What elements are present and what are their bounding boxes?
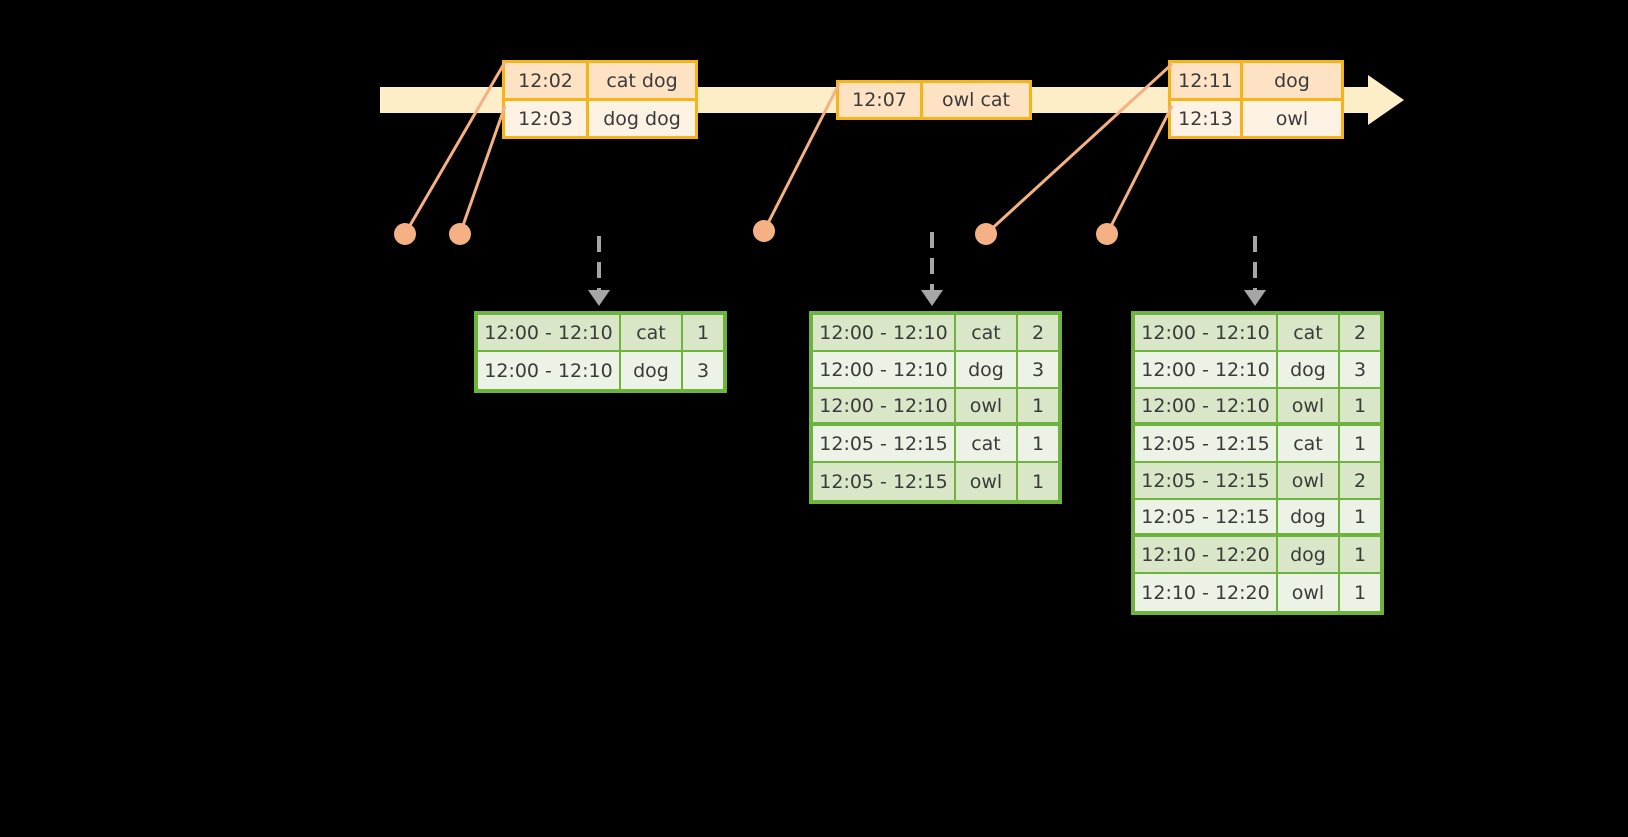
event-time: 12:13: [1171, 101, 1243, 136]
cell-window: 12:00 - 12:10: [1135, 352, 1278, 389]
event-group-3[interactable]: 12:11 dog 12:13 owl: [1168, 60, 1344, 139]
cell-count: 3: [1018, 352, 1058, 389]
cell-window: 12:10 - 12:20: [1135, 574, 1278, 611]
event-row: 12:07 owl cat: [839, 83, 1029, 117]
event-value: dog: [1243, 63, 1341, 98]
cell-count: 1: [1018, 389, 1058, 426]
flow-arrow-1: [588, 236, 610, 306]
event-row: 12:02 cat dog: [505, 63, 695, 98]
event-row: 12:11 dog: [1171, 63, 1341, 98]
event-value: cat dog: [589, 63, 695, 98]
connector-dot-3: [753, 220, 775, 242]
cell-window: 12:10 - 12:20: [1135, 537, 1278, 574]
connector-dot-1: [394, 223, 416, 245]
cell-key: cat: [956, 315, 1018, 352]
cell-window: 12:00 - 12:10: [478, 352, 621, 389]
cell-window: 12:00 - 12:10: [1135, 389, 1278, 426]
cell-count: 2: [1340, 463, 1380, 500]
cell-window: 12:00 - 12:10: [478, 315, 621, 352]
cell-window: 12:05 - 12:15: [1135, 463, 1278, 500]
flow-arrow-3: [1244, 236, 1266, 306]
cell-count: 2: [1340, 315, 1380, 352]
cell-count: 1: [1340, 426, 1380, 463]
connector-dot-5: [1096, 223, 1118, 245]
cell-window: 12:05 - 12:15: [813, 426, 956, 463]
cell-key: dog: [621, 352, 683, 389]
connector-line-5: [1105, 105, 1174, 235]
connector-dot-4: [975, 223, 997, 245]
event-group-1[interactable]: 12:02 cat dog 12:03 dog dog: [502, 60, 698, 139]
event-value: owl: [1243, 101, 1341, 136]
cell-key: dog: [1278, 352, 1340, 389]
cell-key: cat: [1278, 426, 1340, 463]
event-group-2[interactable]: 12:07 owl cat: [836, 80, 1032, 120]
cell-window: 12:05 - 12:15: [1135, 426, 1278, 463]
cell-key: dog: [956, 352, 1018, 389]
cell-key: owl: [1278, 574, 1340, 611]
cell-key: cat: [621, 315, 683, 352]
cell-count: 2: [1018, 315, 1058, 352]
cell-window: 12:00 - 12:10: [1135, 315, 1278, 352]
cell-count: 3: [1340, 352, 1380, 389]
arrow-stem: [930, 232, 934, 294]
event-value: owl cat: [923, 83, 1029, 117]
cell-window: 12:00 - 12:10: [813, 315, 956, 352]
cell-key: cat: [1278, 315, 1340, 352]
cell-key: owl: [1278, 389, 1340, 426]
cell-count: 1: [683, 315, 723, 352]
event-row: 12:03 dog dog: [505, 98, 695, 136]
cell-key: dog: [1278, 500, 1340, 537]
arrow-stem: [597, 236, 601, 294]
cell-window: 12:05 - 12:15: [1135, 500, 1278, 537]
cell-key: cat: [956, 426, 1018, 463]
cell-window: 12:00 - 12:10: [813, 352, 956, 389]
event-time: 12:02: [505, 63, 589, 98]
cell-key: owl: [1278, 463, 1340, 500]
cell-key: owl: [956, 389, 1018, 426]
cell-key: owl: [956, 463, 1018, 500]
cell-key: dog: [1278, 537, 1340, 574]
flow-arrow-2: [921, 232, 943, 306]
event-time: 12:11: [1171, 63, 1243, 98]
connector-dot-2: [449, 223, 471, 245]
cell-count: 1: [1340, 574, 1380, 611]
cell-count: 3: [683, 352, 723, 389]
event-value: dog dog: [589, 101, 695, 136]
cell-window: 12:05 - 12:15: [813, 463, 956, 500]
connector-line-2: [458, 105, 507, 235]
cell-count: 1: [1018, 426, 1058, 463]
cell-count: 1: [1018, 463, 1058, 500]
event-row: 12:13 owl: [1171, 98, 1341, 136]
arrow-head-icon: [921, 290, 943, 306]
timeline-arrow-head: [1368, 75, 1404, 125]
cell-count: 1: [1340, 537, 1380, 574]
arrow-stem: [1253, 236, 1257, 294]
arrow-head-icon: [1244, 290, 1266, 306]
cell-window: 12:00 - 12:10: [813, 389, 956, 426]
event-time: 12:03: [505, 101, 589, 136]
cell-count: 1: [1340, 500, 1380, 537]
arrow-head-icon: [588, 290, 610, 306]
cell-count: 1: [1340, 389, 1380, 426]
event-time: 12:07: [839, 83, 923, 117]
